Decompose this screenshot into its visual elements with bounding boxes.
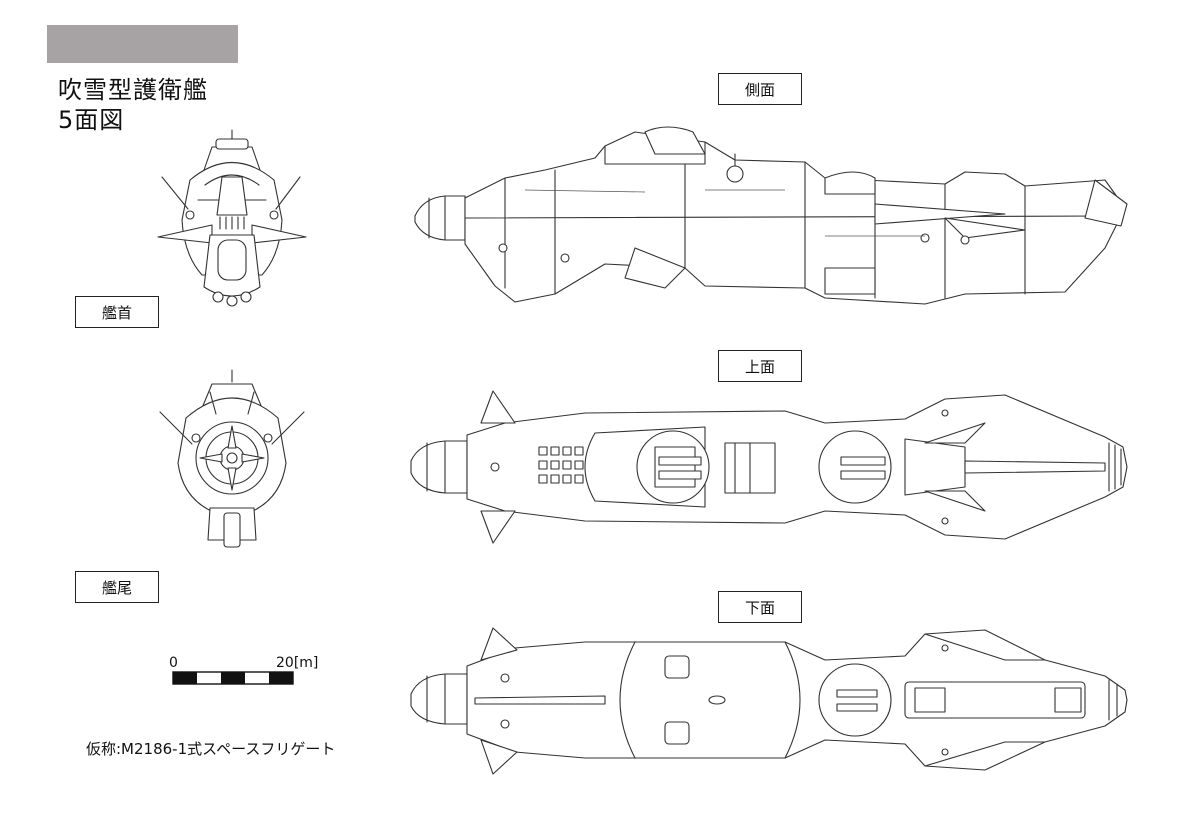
scale-start-label: 0 xyxy=(169,655,178,671)
title-view-count: 5面図 xyxy=(58,106,125,134)
page-title: 吹雪型護衛艦 5面図 xyxy=(58,75,208,135)
bow-view-label: 艦首 xyxy=(75,296,159,328)
bow-view-drawing xyxy=(157,129,307,307)
tentative-name-caption: 仮称:M2186-1式スペースフリゲート xyxy=(86,740,336,758)
side-view-label: 側面 xyxy=(718,73,802,105)
top-view-drawing xyxy=(410,390,1128,544)
bottom-view-label: 下面 xyxy=(718,591,802,623)
stern-view-drawing xyxy=(159,369,305,548)
scale-bar xyxy=(172,671,294,685)
scale-end-label: 20[m] xyxy=(276,655,319,671)
stern-view-label: 艦尾 xyxy=(75,571,159,603)
header-gray-bar xyxy=(47,25,238,63)
top-view-label: 上面 xyxy=(718,350,802,382)
title-ship-class: 吹雪型護衛艦 xyxy=(58,76,208,104)
side-view-drawing xyxy=(414,126,1128,305)
bottom-view-drawing xyxy=(410,627,1128,775)
